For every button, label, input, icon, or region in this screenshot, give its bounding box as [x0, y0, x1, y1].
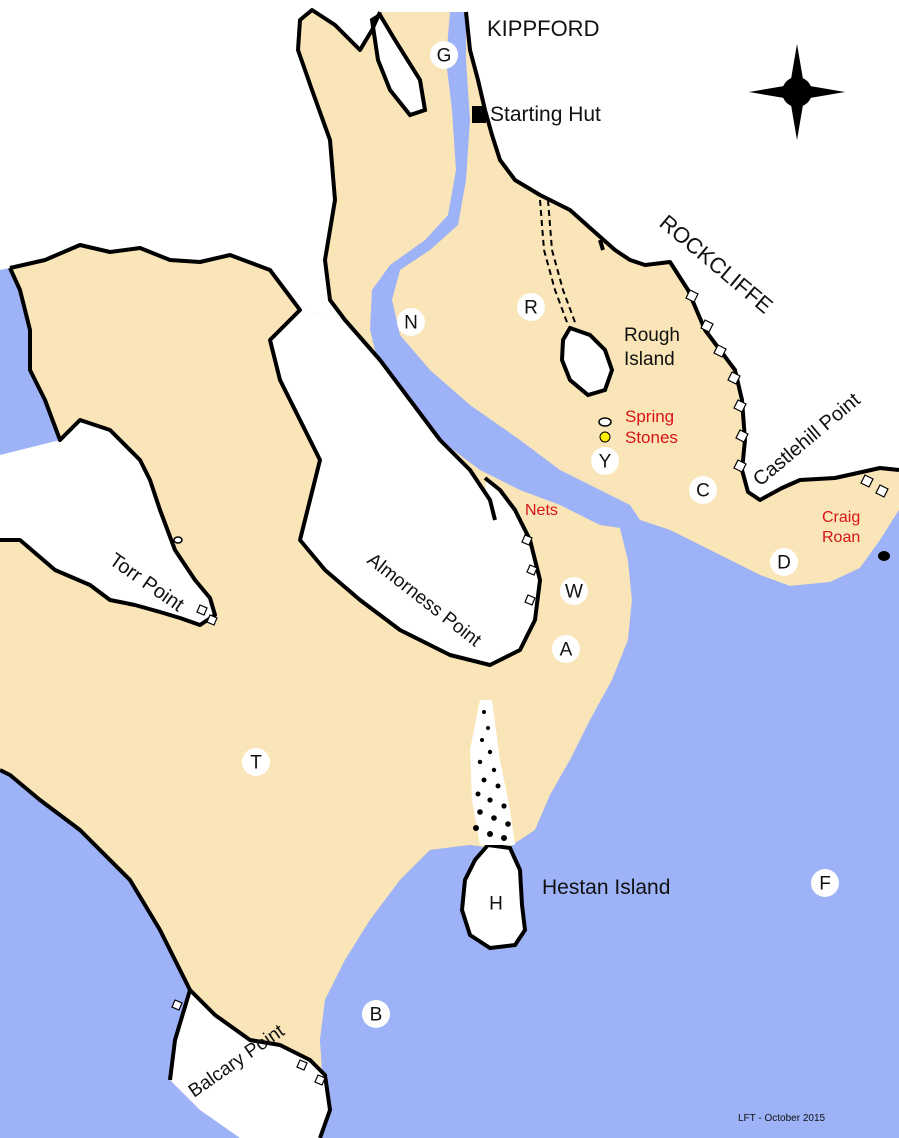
svg-text:T: T: [250, 753, 262, 774]
svg-text:C: C: [696, 481, 710, 502]
label-kippford: KIPPFORD: [487, 16, 599, 41]
marker-T: T: [242, 748, 270, 776]
svg-text:H: H: [489, 894, 503, 915]
marker-W: W: [560, 577, 588, 605]
marker-A: A: [552, 635, 580, 663]
starting-hut-square-icon: [472, 106, 486, 123]
svg-text:B: B: [370, 1005, 383, 1026]
label-spring-line2: Stones: [625, 428, 678, 447]
svg-text:W: W: [565, 582, 583, 603]
marker-D: D: [770, 548, 798, 576]
svg-text:F: F: [819, 874, 831, 895]
label-hestan-island: Hestan Island: [542, 876, 670, 899]
balcary-land: [170, 990, 330, 1138]
coastlines: [0, 8, 899, 1138]
north-islet: [369, 12, 428, 118]
svg-text:N: N: [404, 313, 418, 334]
compass-rose-icon: [749, 44, 845, 140]
rocky-shore: [171, 289, 889, 1086]
background-upland: [0, 0, 899, 500]
label-craig-line2: Roan: [822, 529, 860, 546]
river-channel: [370, 12, 640, 528]
svg-text:R: R: [524, 298, 538, 319]
label-starting-hut: Starting Hut: [490, 103, 601, 126]
svg-text:A: A: [560, 640, 573, 661]
label-craig-line1: Craig: [822, 509, 860, 526]
svg-text:Y: Y: [599, 452, 612, 473]
svg-text:G: G: [437, 46, 452, 67]
causeway-dots: [473, 710, 511, 841]
marker-N: N: [397, 308, 425, 336]
craig-roan-rock: [878, 551, 890, 561]
almorness-land: [270, 310, 540, 665]
svg-text:D: D: [777, 553, 791, 574]
spring-dot-icon: [599, 431, 611, 443]
sea-overlay: [320, 510, 899, 1138]
label-rough-island-line2: Island: [624, 349, 675, 370]
marker-H: H: [482, 889, 510, 917]
marker-F: F: [811, 869, 839, 897]
torr-inlet: [0, 420, 215, 625]
spring-stone: [598, 417, 612, 427]
rough-island: [559, 325, 615, 398]
label-credit: LFT - October 2015: [738, 1113, 826, 1124]
label-rough-island-line1: Rough: [624, 325, 680, 346]
label-spring-line1: Spring: [625, 407, 674, 426]
marker-B: B: [362, 1000, 390, 1028]
torr-islet: [173, 536, 183, 544]
marker-Y: Y: [591, 447, 619, 475]
causeway: [470, 700, 515, 845]
marker-G: G: [430, 41, 458, 69]
marker-C: C: [689, 476, 717, 504]
label-nets: Nets: [525, 502, 558, 519]
track-dashed: [539, 199, 577, 326]
marker-R: R: [517, 293, 545, 321]
